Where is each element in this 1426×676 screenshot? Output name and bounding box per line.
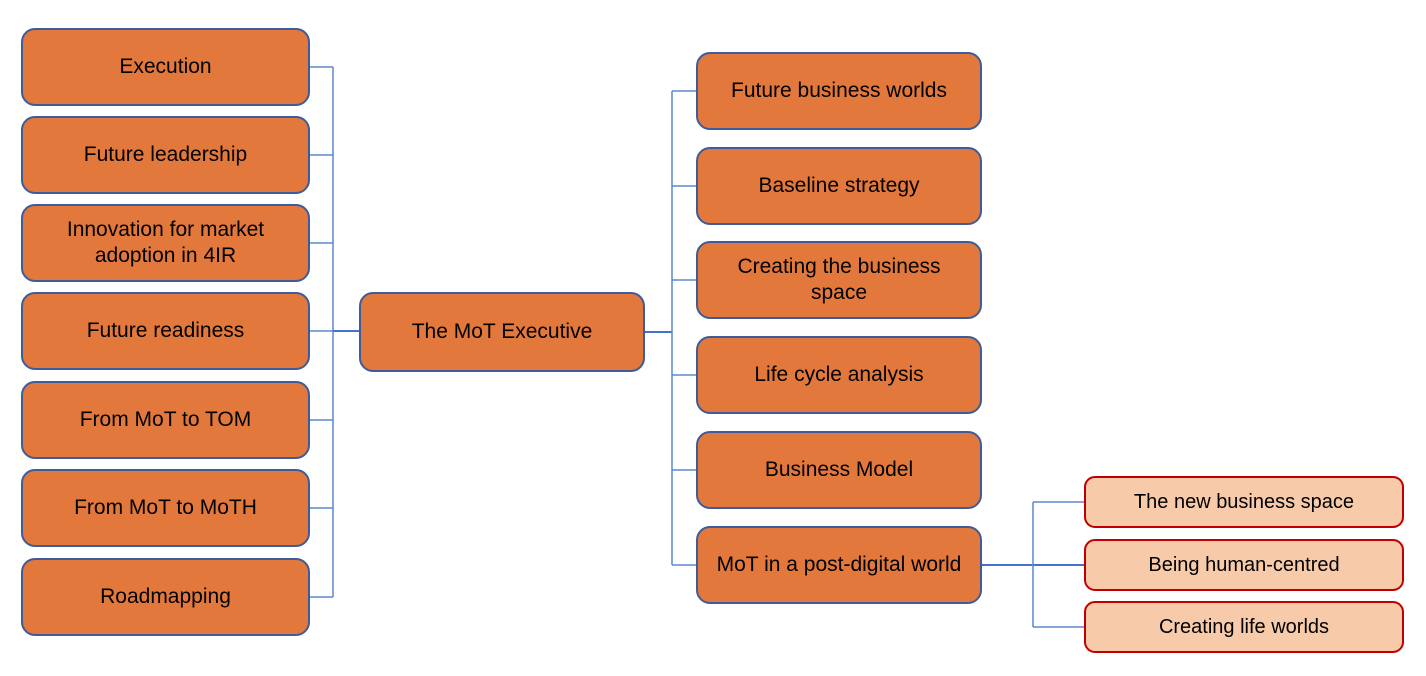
- node-mot-post-digital-world: MoT in a post-digital world: [696, 526, 982, 604]
- node-root-mot-executive: The MoT Executive: [359, 292, 645, 372]
- node-from-mot-to-moth: From MoT to MoTH: [21, 469, 310, 547]
- node-life-cycle-analysis: Life cycle analysis: [696, 336, 982, 414]
- node-label: From MoT to MoTH: [74, 496, 257, 520]
- node-future-business-worlds: Future business worlds: [696, 52, 982, 130]
- node-label: Creating life worlds: [1158, 615, 1330, 638]
- node-label: Future leadership: [83, 143, 248, 167]
- node-creating-life-worlds: Creating life worlds: [1084, 601, 1404, 653]
- node-business-model: Business Model: [696, 431, 982, 509]
- node-label: From MoT to TOM: [79, 408, 252, 432]
- node-label: Life cycle analysis: [754, 363, 924, 387]
- node-creating-the-business-space: Creating the business space: [696, 241, 982, 319]
- node-label: Business Model: [764, 458, 914, 482]
- node-label: Future business worlds: [731, 79, 947, 103]
- node-roadmapping: Roadmapping: [21, 558, 310, 636]
- node-baseline-strategy: Baseline strategy: [696, 147, 982, 225]
- node-label: MoT in a post-digital world: [716, 553, 962, 577]
- node-new-business-space: The new business space: [1084, 476, 1404, 528]
- node-execution: Execution: [21, 28, 310, 106]
- node-label: The new business space: [1133, 490, 1355, 513]
- node-label: Baseline strategy: [758, 174, 920, 198]
- node-being-human-centred: Being human-centred: [1084, 539, 1404, 591]
- node-label: Future readiness: [86, 319, 245, 343]
- node-innovation-for-market-adoption: Innovation for market adoption in 4IR: [21, 204, 310, 282]
- node-label: Innovation for market adoption in 4IR: [66, 218, 265, 267]
- node-label: The MoT Executive: [411, 320, 593, 344]
- node-future-readiness: Future readiness: [21, 292, 310, 370]
- node-label: Execution: [119, 55, 212, 79]
- node-label: Creating the business space: [737, 255, 941, 304]
- node-label: Being human-centred: [1148, 553, 1340, 576]
- node-future-leadership: Future leadership: [21, 116, 310, 194]
- node-from-mot-to-tom: From MoT to TOM: [21, 381, 310, 459]
- node-label: Roadmapping: [100, 585, 231, 609]
